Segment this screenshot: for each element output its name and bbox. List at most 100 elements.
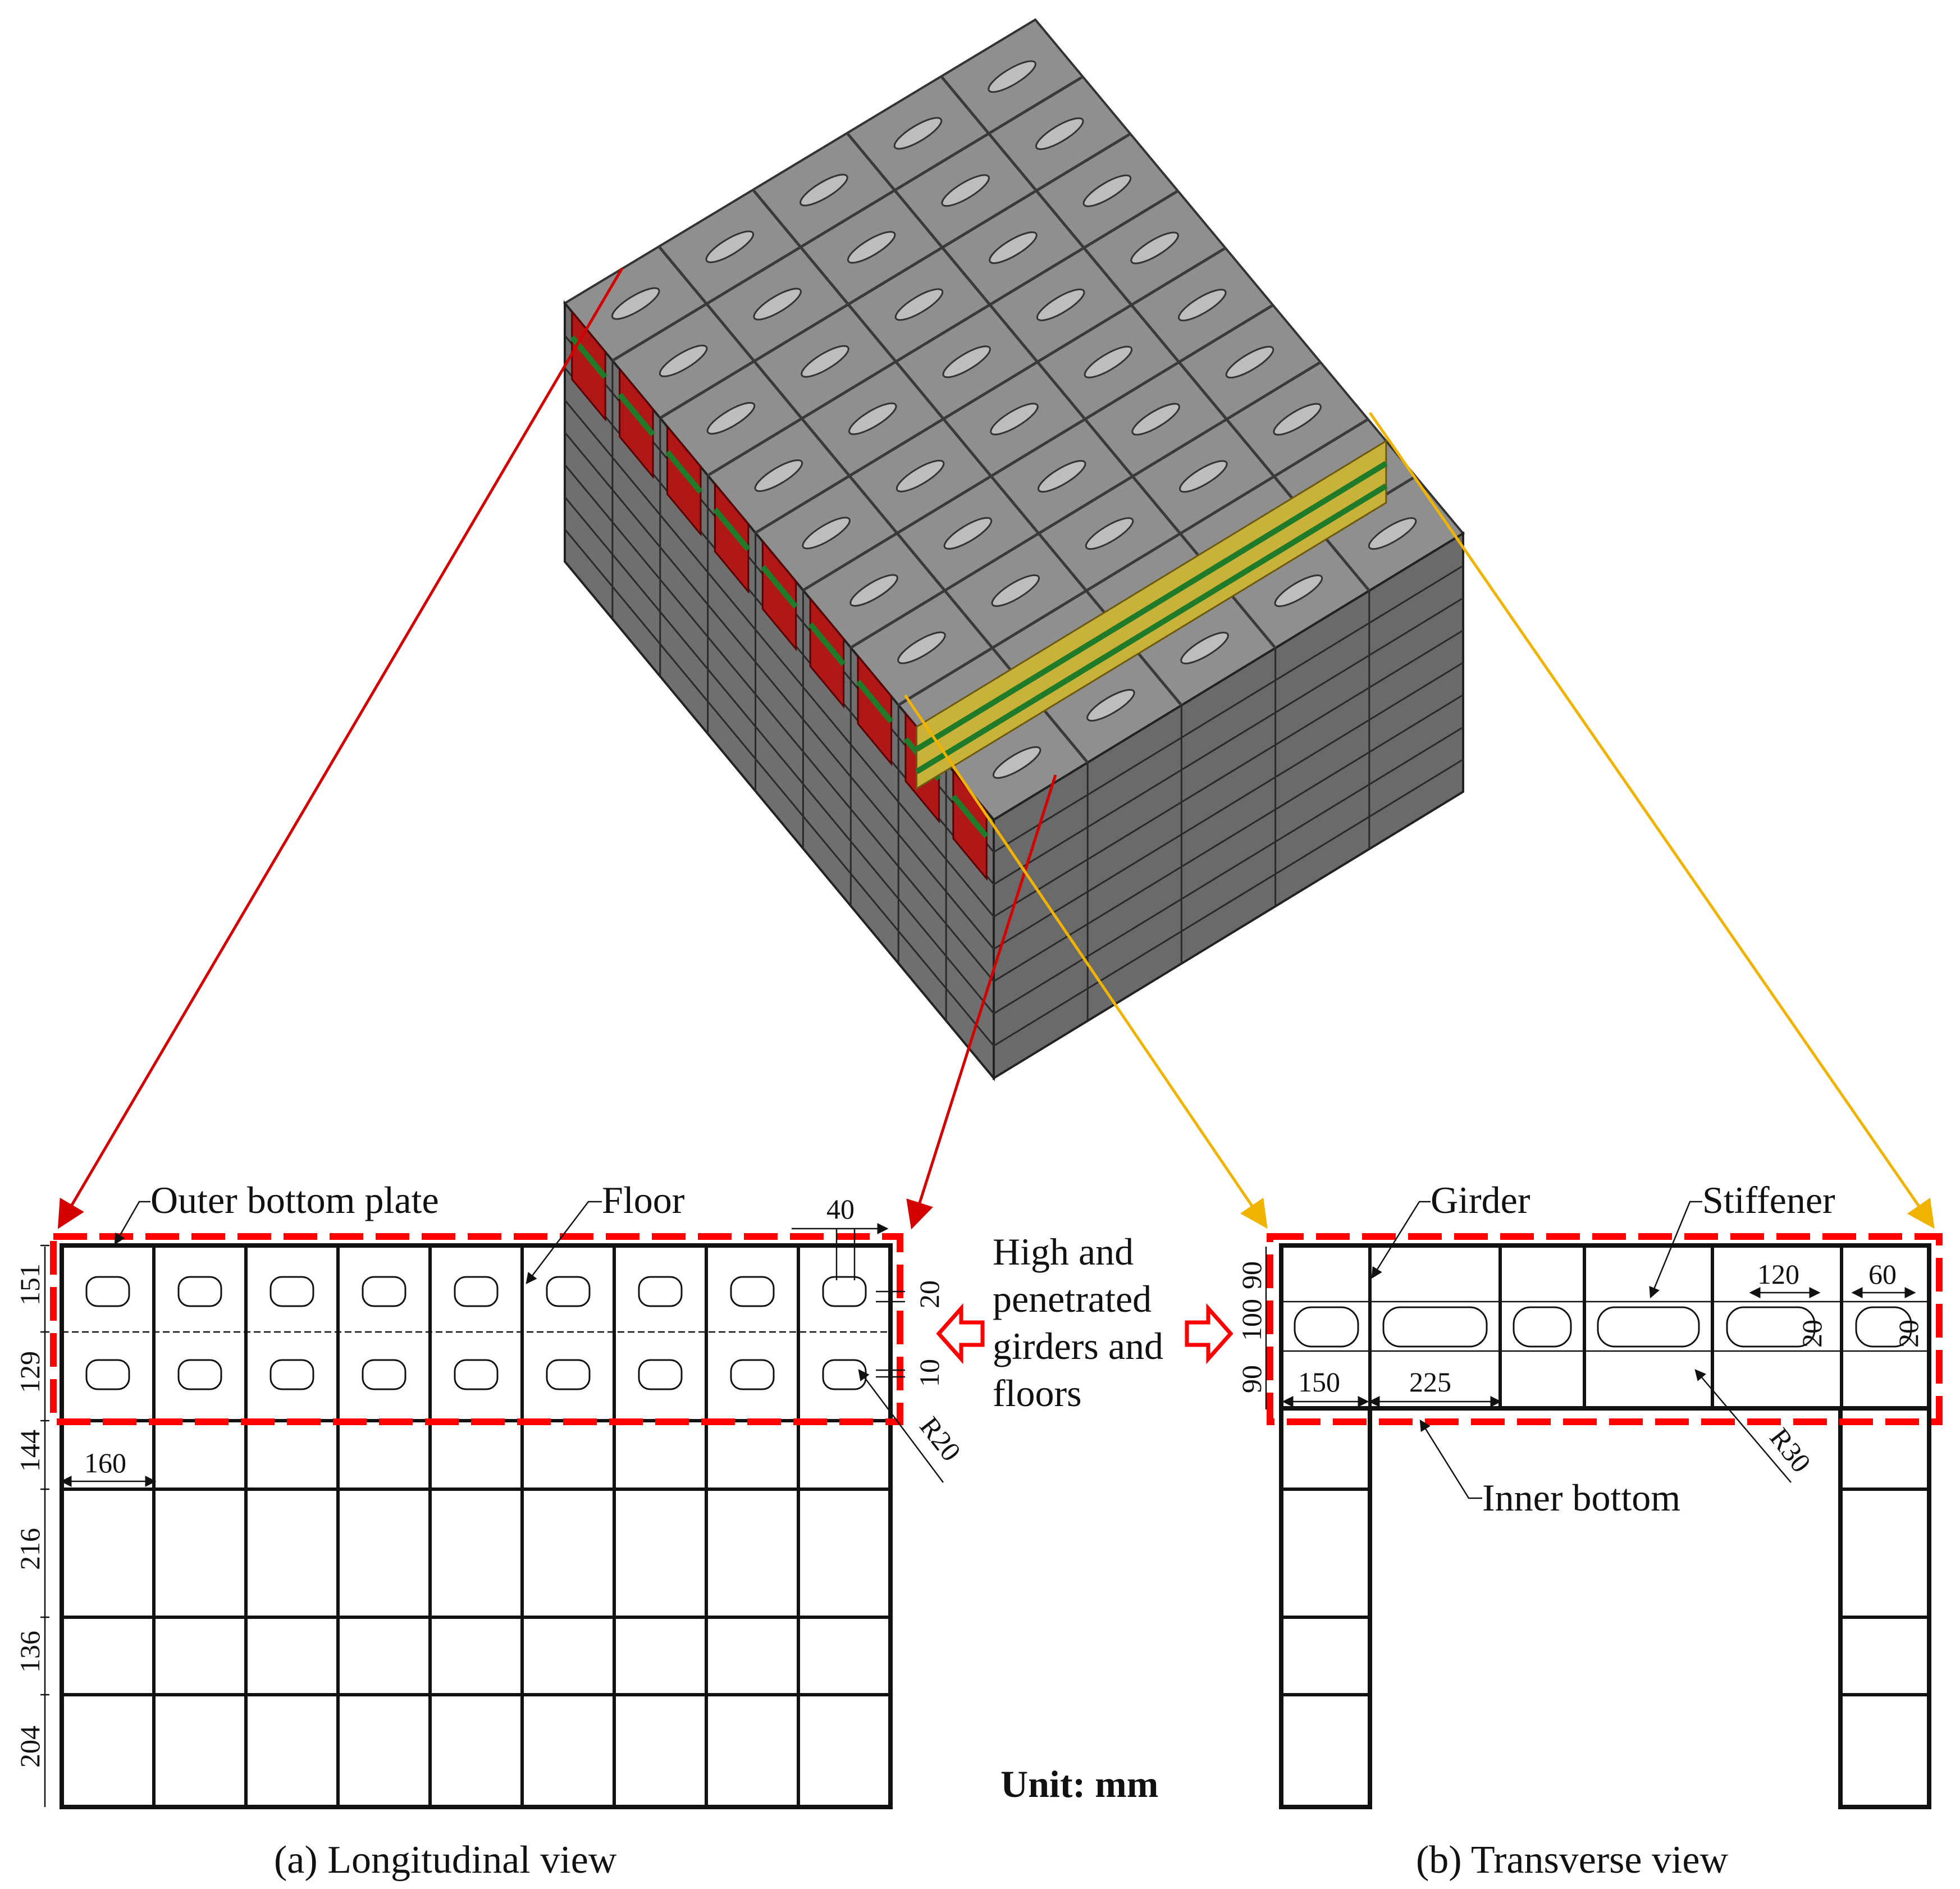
- long-dim-40-text: 40: [826, 1193, 855, 1225]
- long-dim-row-text: 216: [14, 1528, 45, 1570]
- floor-leader: [526, 1201, 602, 1284]
- trans-dim-225-text: 225: [1409, 1366, 1451, 1398]
- model-lightening-hole: [1082, 174, 1132, 207]
- model-floor-line: [850, 361, 1322, 649]
- model-floor-highlight: [619, 367, 654, 480]
- connector-arrows: [57, 267, 1935, 1230]
- model-lightening-hole: [802, 517, 851, 550]
- model-floor-stiffener: [617, 393, 655, 437]
- model-left-horizontal: [564, 464, 995, 982]
- red-arrow-right: [906, 774, 1057, 1230]
- trans-dim-row-text: 90: [1236, 1365, 1267, 1393]
- long-dim-20-text: 20: [913, 1280, 945, 1308]
- model-lightening-hole: [942, 345, 991, 378]
- long-penetration-hole: [85, 1276, 130, 1307]
- long-penetration-hole: [822, 1276, 867, 1307]
- trans-dim-h1-text: 20: [1796, 1320, 1827, 1348]
- model-lightening-hole: [1180, 632, 1229, 665]
- long-dashed-region: [50, 1233, 903, 1425]
- model-floor-stiffener: [951, 794, 989, 838]
- inner-bottom-leader: [1419, 1419, 1482, 1499]
- trans-penetration-hole: [1294, 1306, 1359, 1348]
- long-penetration-hole: [822, 1359, 867, 1390]
- long-penetration-hole: [362, 1276, 406, 1307]
- longitudinal-view: Outer bottom plate Floor 151129144216136…: [14, 1179, 967, 1882]
- trans-dim-h2-text: 20: [1893, 1320, 1924, 1348]
- long-r20-leader: [858, 1369, 944, 1483]
- model-lightening-hole: [706, 401, 756, 435]
- yellow-arrow-left: [903, 694, 1268, 1229]
- trans-dim-150-text: 150: [1298, 1366, 1340, 1398]
- long-penetration-hole: [546, 1359, 591, 1390]
- model-lightening-hole: [1131, 403, 1180, 436]
- long-penetration-hole: [638, 1359, 683, 1390]
- model-right-horizontal: [993, 694, 1464, 982]
- yellow-arrow-right: [1368, 412, 1935, 1229]
- trans-top-band: [1279, 1243, 1931, 1411]
- long-dim-row-text: 136: [14, 1631, 45, 1673]
- model-floor-stiffener: [665, 450, 703, 494]
- model-lightening-hole: [849, 574, 898, 607]
- floor-label: Floor: [602, 1179, 685, 1221]
- model-floor-line: [659, 133, 1131, 419]
- model-lightening-hole: [941, 174, 990, 207]
- center-note-line-4: floors: [993, 1372, 1082, 1415]
- model-left-horizontal: [564, 528, 995, 1047]
- model-lightening-hole: [754, 459, 803, 492]
- model-floor-stiffener: [808, 622, 846, 667]
- red-arrow-left: [57, 267, 624, 1229]
- double-bottom-3d-model: [563, 18, 1465, 1082]
- long-penetration-hole: [269, 1359, 314, 1390]
- long-dim-row-text: 144: [14, 1430, 45, 1472]
- model-lightening-hole: [1178, 289, 1227, 322]
- model-lightening-hole: [1036, 288, 1085, 321]
- model-lightening-hole: [1085, 517, 1134, 550]
- model-right-horizontal: [993, 759, 1464, 1047]
- long-penetration-hole: [177, 1359, 222, 1390]
- model-lightening-hole: [1038, 460, 1086, 493]
- model-lightening-hole: [894, 288, 944, 321]
- model-left-horizontal: [564, 432, 995, 950]
- model-lightening-hole: [896, 459, 945, 492]
- model-lightening-hole: [1179, 460, 1228, 493]
- model-left-horizontal: [564, 399, 995, 918]
- model-right-horizontal: [993, 597, 1464, 886]
- model-right-horizontal: [993, 661, 1464, 950]
- model-floor-highlight: [857, 654, 892, 766]
- model-girder-stiffener: [915, 483, 1388, 774]
- model-lightening-hole: [848, 402, 897, 435]
- model-lightening-hole: [659, 344, 708, 377]
- outer-bottom-plate-leader: [114, 1201, 150, 1245]
- long-frame: [60, 1243, 893, 1809]
- model-floor-highlight: [761, 539, 797, 651]
- double-arrow-right-icon: [1185, 1303, 1233, 1365]
- model-floor-stiffener: [760, 565, 798, 609]
- caption-b: (b) Transverse view: [1416, 1838, 1728, 1882]
- model-floor-line: [611, 75, 1084, 362]
- girder-label: Girder: [1431, 1179, 1530, 1221]
- long-penetration-hole: [362, 1359, 406, 1390]
- model-floor-highlight: [809, 596, 845, 709]
- model-left-horizontal: [564, 496, 995, 1014]
- model-lightening-hole: [893, 117, 943, 150]
- trans-penetration-hole: [1513, 1306, 1572, 1348]
- model-lightening-hole: [988, 60, 1036, 93]
- caption-a: (a) Longitudinal view: [274, 1838, 617, 1882]
- long-penetration-hole: [85, 1359, 130, 1390]
- trans-dim-row-text: 100: [1236, 1299, 1267, 1341]
- model-lightening-hole: [1368, 517, 1417, 550]
- model-lightening-hole: [847, 231, 896, 264]
- model-floor-stiffener: [712, 507, 751, 551]
- model-lightening-hole: [1225, 345, 1274, 378]
- model-lightening-hole: [989, 231, 1038, 264]
- center-note-line-2: penetrated: [993, 1277, 1152, 1320]
- trans-dashed-region: [1267, 1233, 1943, 1425]
- center-note-line-1: High and: [993, 1230, 1134, 1273]
- model-lightening-hole: [1274, 574, 1323, 608]
- model-lightening-hole: [753, 288, 802, 321]
- double-arrow-left-icon: [936, 1303, 985, 1365]
- model-lightening-hole: [1086, 688, 1135, 722]
- model-lightening-hole: [990, 403, 1039, 436]
